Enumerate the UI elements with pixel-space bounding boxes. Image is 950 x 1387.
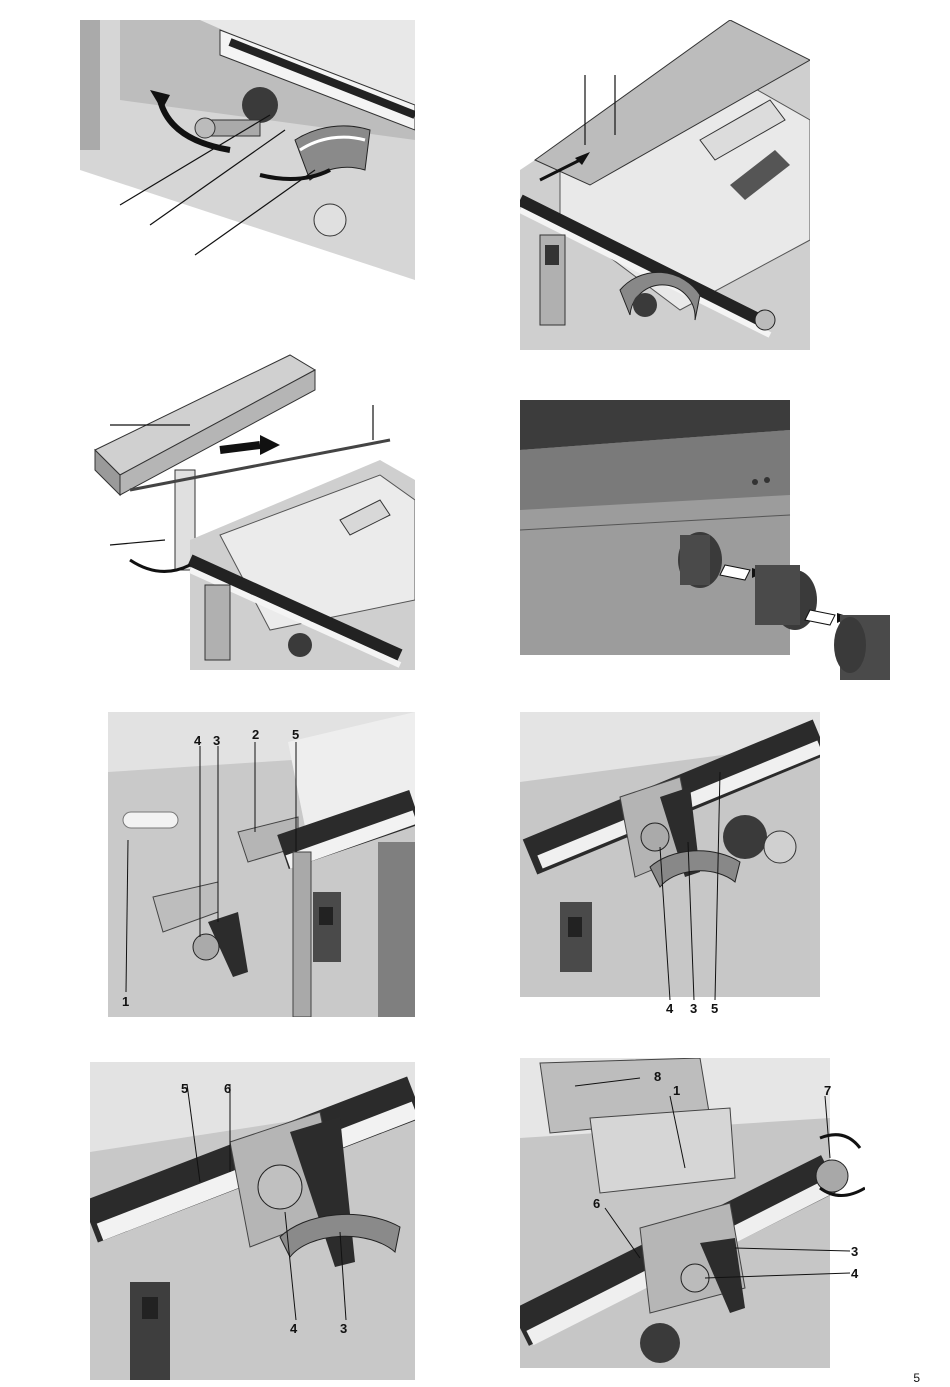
figure-fence-clamp-front: 4 3 5 — [520, 712, 820, 1017]
callout-6: 6 — [224, 1082, 231, 1095]
callout-4: 4 — [290, 1322, 297, 1335]
callout-2: 2 — [252, 728, 259, 741]
callout-1: 1 — [673, 1084, 680, 1097]
callout-4: 4 — [666, 1002, 673, 1015]
callout-3: 3 — [340, 1322, 347, 1335]
callout-3: 3 — [851, 1245, 858, 1258]
figure-rail-end-knob: 8 1 7 6 3 4 — [520, 1058, 865, 1368]
callout-8: 8 — [654, 1070, 661, 1083]
figure-dust-extraction-adapter — [520, 400, 890, 680]
figure-table-extension-top — [520, 20, 810, 355]
callout-3: 3 — [213, 734, 220, 747]
callout-6: 6 — [593, 1197, 600, 1210]
figure-extension-table-mount — [90, 350, 415, 670]
callout-5: 5 — [181, 1082, 188, 1095]
page-number: 5 — [913, 1371, 920, 1385]
callout-5: 5 — [711, 1002, 718, 1015]
callout-5: 5 — [292, 728, 299, 741]
callout-1: 1 — [122, 995, 129, 1008]
callout-7: 7 — [824, 1084, 831, 1097]
figure-fence-clamp-side: 4 3 2 5 1 — [108, 712, 415, 1017]
callout-3: 3 — [690, 1002, 697, 1015]
figure-miter-gauge-closeup — [80, 20, 415, 280]
figure-scale-adjust-closeup: 5 6 4 3 — [90, 1062, 415, 1380]
callout-4: 4 — [194, 734, 201, 747]
callout-4: 4 — [851, 1267, 858, 1280]
